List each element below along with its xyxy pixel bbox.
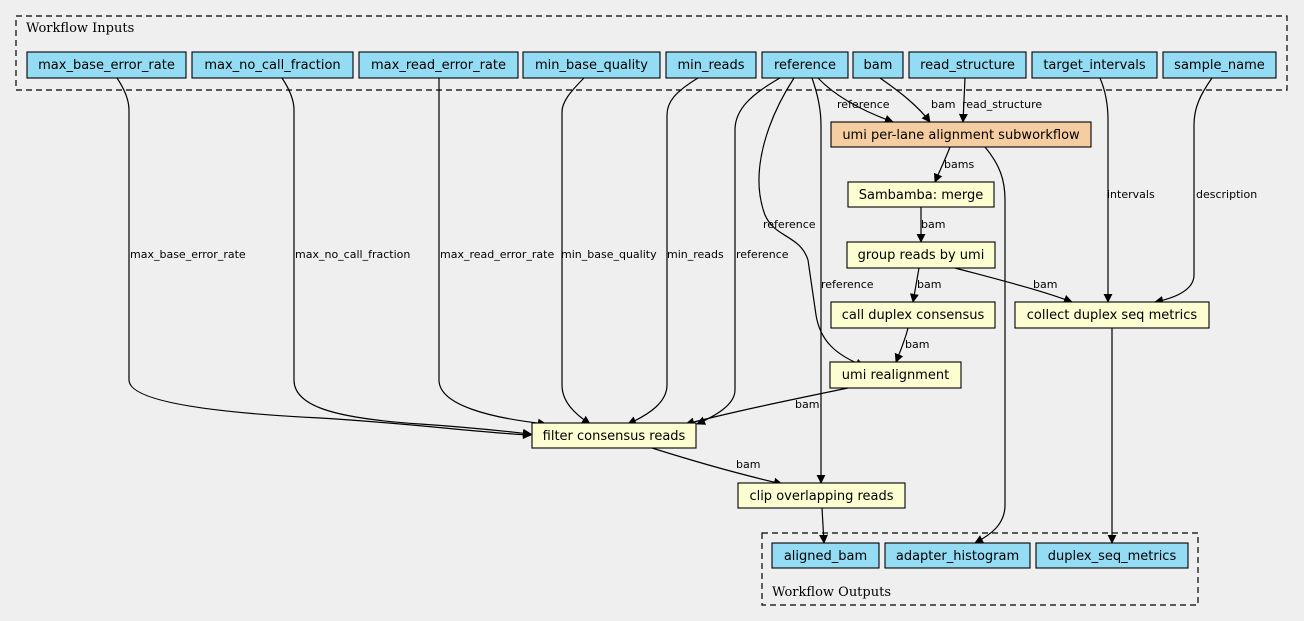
edge-label-max-base-error-rate: max_base_error_rate — [130, 248, 246, 261]
svg-text:clip overlapping reads: clip overlapping reads — [749, 489, 893, 504]
edge-description: description — [1154, 77, 1257, 305]
workflow-outputs-label: Workflow Outputs — [772, 585, 891, 600]
edge-label-read-structure-sub: read_structure — [962, 98, 1042, 111]
edge-call-realign-bam: bam — [894, 327, 929, 363]
input-target-intervals: target_intervals — [1031, 51, 1158, 79]
svg-text:max_no_call_fraction: max_no_call_fraction — [204, 58, 340, 73]
node-umi-realignment: umi realignment — [829, 361, 962, 389]
edge-label-max-no-call-fraction: max_no_call_fraction — [295, 248, 410, 261]
svg-text:reference: reference — [774, 58, 836, 73]
edge-filter-clip-bam: bam — [651, 447, 783, 487]
input-max-read-error-rate: max_read_error_rate — [358, 51, 519, 79]
edge-label-realign-filter-bam: bam — [795, 398, 819, 411]
svg-text:adapter_histogram: adapter_histogram — [896, 549, 1019, 564]
svg-text:filter consensus reads: filter consensus reads — [543, 429, 686, 444]
edge-clip-aligned-bam — [819, 507, 829, 544]
edge-group-call-bam: bam — [909, 267, 941, 303]
svg-text:bam: bam — [864, 58, 893, 73]
input-bam: bam — [852, 51, 904, 79]
svg-text:min_base_quality: min_base_quality — [535, 58, 648, 73]
edge-reference-filter: reference — [696, 77, 789, 425]
edge-label-group-call-bam: bam — [917, 278, 941, 291]
edge-bam-sub: bam — [879, 77, 955, 123]
edge-realign-filter-bam: bam — [685, 387, 849, 427]
input-sample-name: sample_name — [1162, 51, 1277, 79]
edge-reference-realign: reference — [758, 77, 865, 368]
edge-label-intervals: intervals — [1107, 188, 1155, 201]
svg-text:min_reads: min_reads — [677, 58, 744, 73]
edge-min-base-quality: min_base_quality — [561, 77, 657, 425]
edge-min-reads: min_reads — [627, 77, 724, 425]
edge-reference-sub: reference — [817, 77, 894, 124]
output-aligned-bam: aligned_bam — [771, 542, 880, 569]
svg-text:group reads by umi: group reads by umi — [858, 248, 985, 263]
output-duplex-seq-metrics: duplex_seq_metrics — [1035, 542, 1189, 569]
node-collect-duplex-seq-metrics: collect duplex seq metrics — [1014, 301, 1210, 329]
node-umi-subworkflow: umi per-lane alignment subworkflow — [830, 121, 1092, 148]
edge-read-structure-sub: read_structure — [958, 77, 1042, 123]
input-max-base-error-rate: max_base_error_rate — [26, 51, 187, 79]
svg-text:umi per-lane alignment subwork: umi per-lane alignment subworkflow — [842, 128, 1080, 143]
svg-text:aligned_bam: aligned_bam — [784, 549, 867, 564]
output-adapter-histogram: adapter_histogram — [884, 542, 1031, 569]
svg-text:max_base_error_rate: max_base_error_rate — [38, 58, 175, 73]
node-sambamba-merge: Sambamba: merge — [847, 181, 995, 208]
edge-merge-bam: bam — [916, 207, 945, 243]
edge-reference-clip: reference — [811, 77, 874, 484]
edge-label-group-metrics-bam: bam — [1033, 278, 1057, 291]
edge-label-min-base-quality: min_base_quality — [561, 248, 657, 261]
edge-label-min-reads: min_reads — [667, 248, 724, 261]
edge-label-reference-clip: reference — [821, 278, 874, 291]
input-min-base-quality: min_base_quality — [522, 51, 661, 79]
edge-group-metrics-bam: bam — [954, 267, 1073, 304]
edge-label-reference-realign: reference — [763, 218, 816, 231]
edge-label-reference-filter: reference — [736, 248, 789, 261]
edge-intervals: intervals — [1099, 77, 1155, 303]
svg-text:max_read_error_rate: max_read_error_rate — [371, 58, 506, 73]
input-reference: reference — [761, 51, 849, 79]
svg-text:target_intervals: target_intervals — [1043, 58, 1146, 73]
input-max-no-call-fraction: max_no_call_fraction — [191, 51, 354, 79]
edge-sub-adapter-histogram — [974, 146, 1006, 544]
svg-text:umi realignment: umi realignment — [842, 368, 949, 383]
input-min-reads: min_reads — [665, 51, 757, 79]
workflow-inputs-label: Workflow Inputs — [26, 21, 134, 36]
svg-text:duplex_seq_metrics: duplex_seq_metrics — [1048, 549, 1177, 564]
edge-label-merge-bam: bam — [921, 218, 945, 231]
node-filter-consensus-reads: filter consensus reads — [531, 422, 697, 449]
edge-label-bams: bams — [944, 158, 974, 171]
workflow-outputs-cluster: Workflow Outputs — [761, 532, 1199, 606]
workflow-inputs-cluster: Workflow Inputs — [15, 15, 1288, 91]
input-read-structure: read_structure — [908, 51, 1027, 79]
edge-label-call-realign-bam: bam — [905, 338, 929, 351]
node-group-reads-by-umi: group reads by umi — [846, 241, 996, 269]
edge-max-no-call-fraction: max_no_call_fraction — [281, 77, 532, 438]
edge-max-read-error-rate: max_read_error_rate — [438, 78, 554, 428]
svg-text:sample_name: sample_name — [1174, 58, 1265, 73]
edge-label-description: description — [1196, 188, 1257, 201]
svg-text:call duplex consensus: call duplex consensus — [842, 308, 985, 323]
edge-label-filter-clip-bam: bam — [736, 458, 760, 471]
node-clip-overlapping-reads: clip overlapping reads — [737, 482, 906, 509]
edge-label-bam-sub: bam — [931, 98, 955, 111]
edge-bams: bams — [933, 146, 974, 183]
node-call-duplex-consensus: call duplex consensus — [830, 301, 996, 329]
edge-label-reference-sub: reference — [837, 98, 890, 111]
svg-text:read_structure: read_structure — [920, 58, 1015, 73]
edge-label-max-read-error-rate: max_read_error_rate — [440, 248, 554, 261]
edge-max-base-error-rate: max_base_error_rate — [116, 77, 532, 440]
svg-text:Sambamba: merge: Sambamba: merge — [859, 188, 984, 203]
svg-text:collect duplex seq metrics: collect duplex seq metrics — [1027, 308, 1198, 323]
